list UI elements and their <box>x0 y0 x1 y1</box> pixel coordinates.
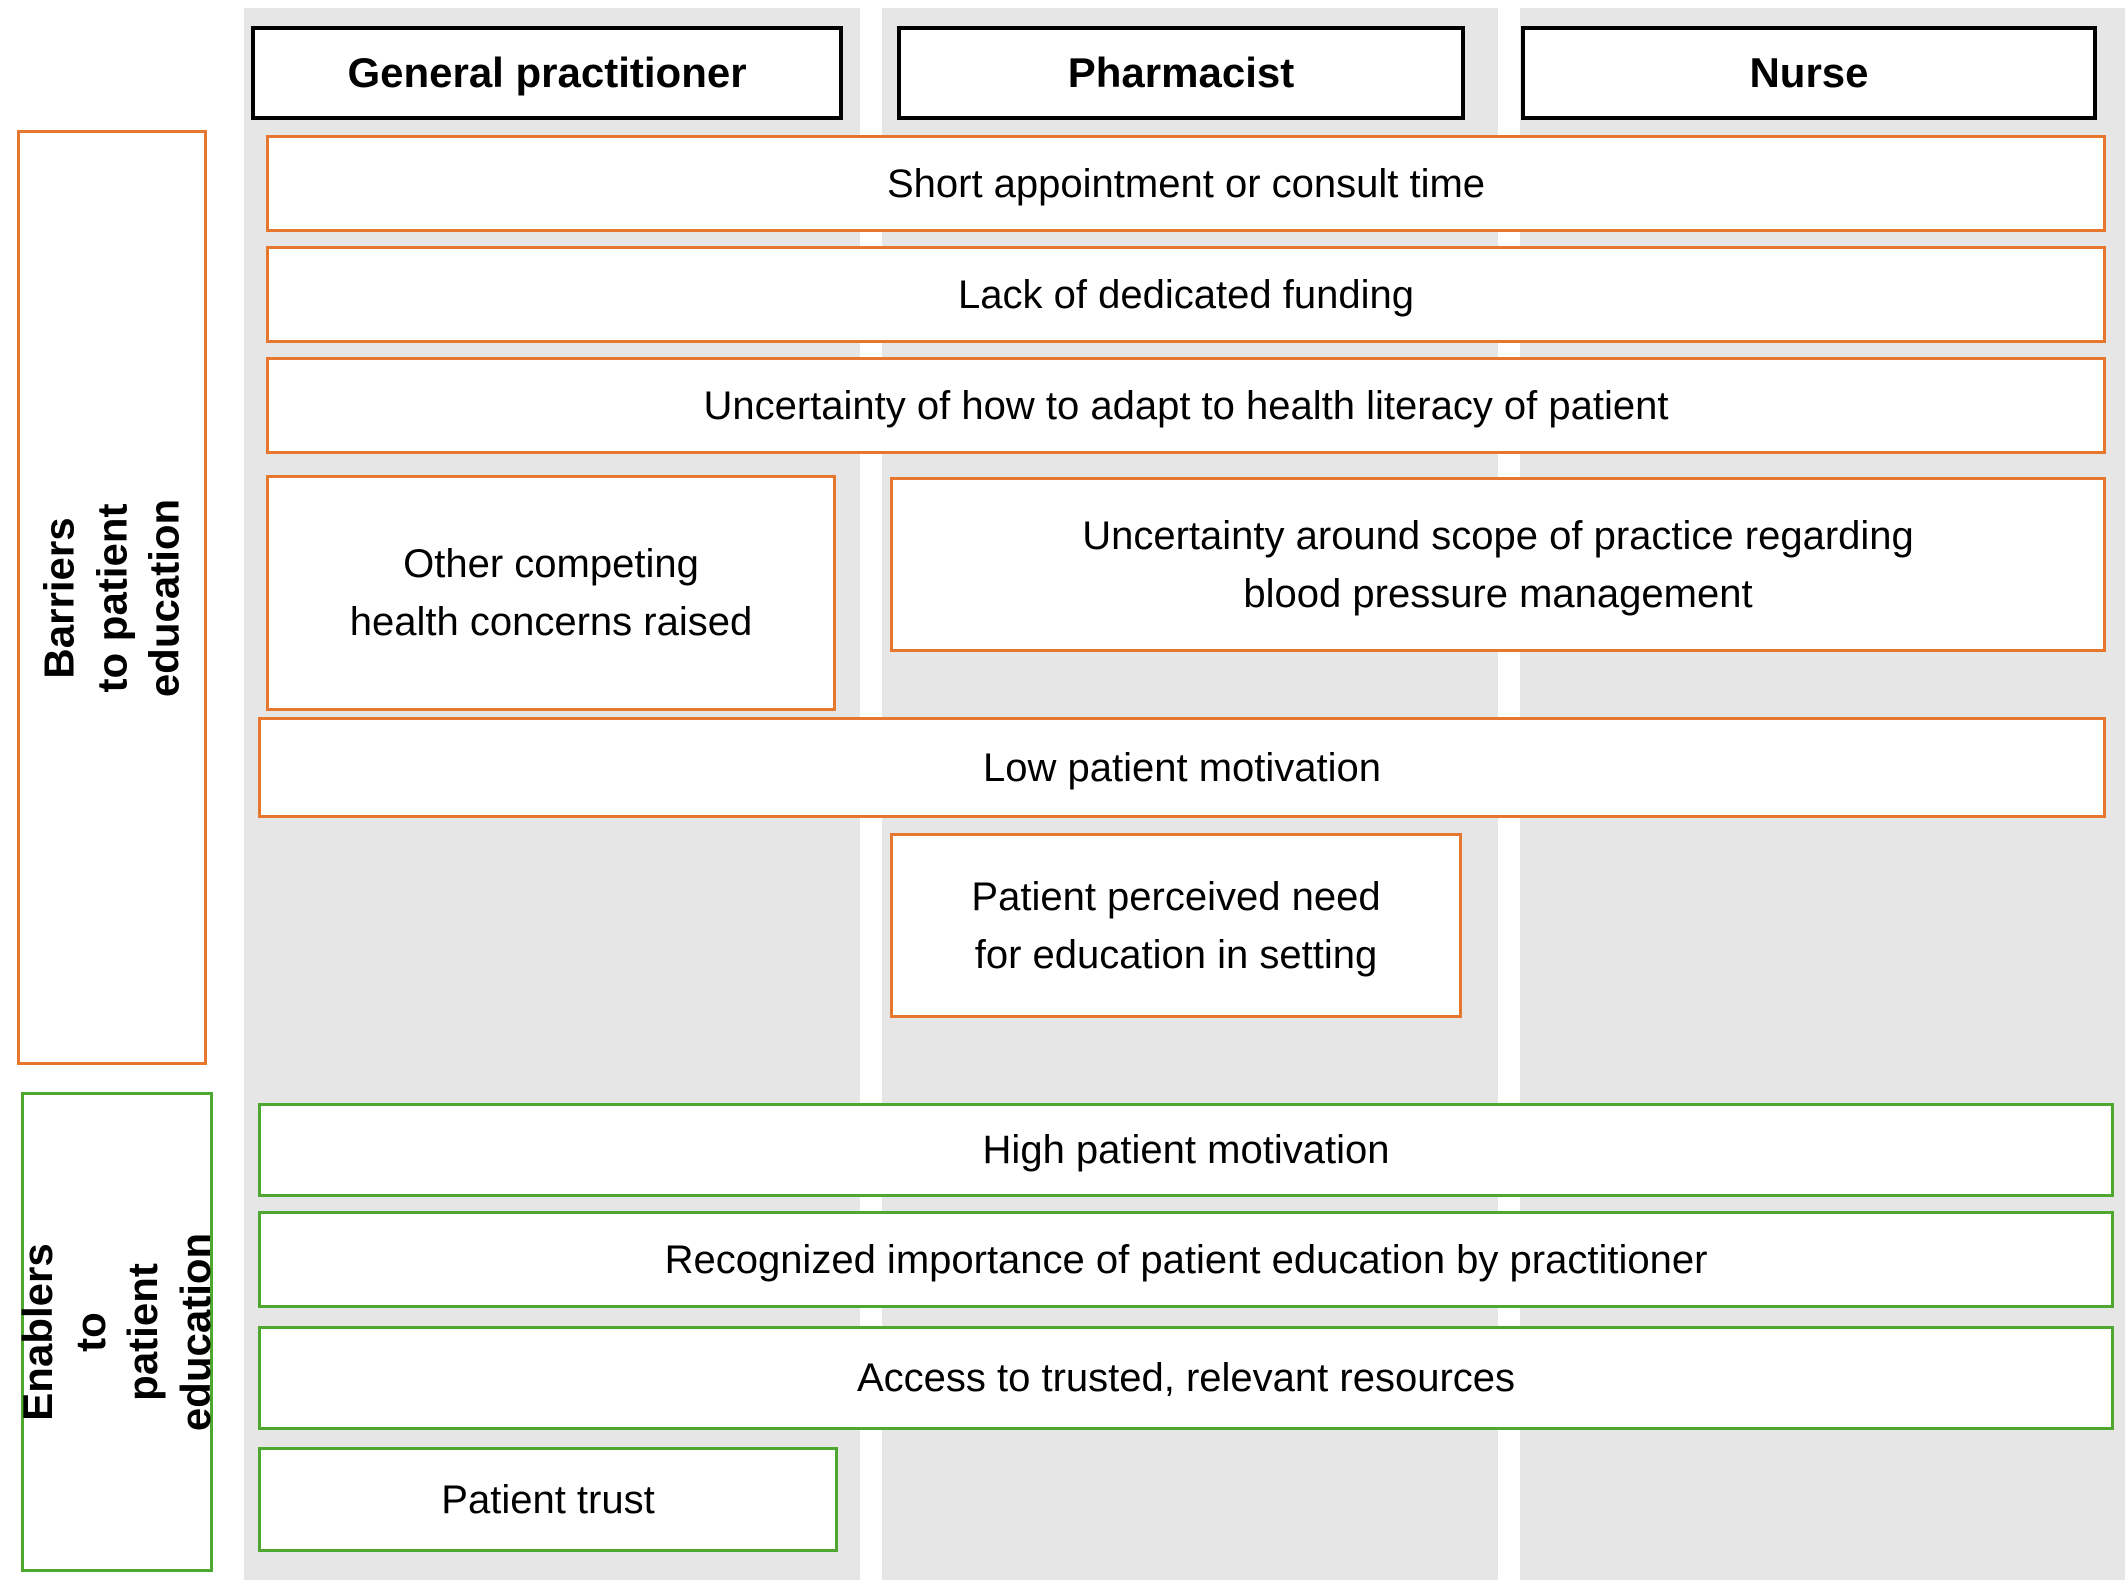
column-header-general-practitioner: General practitioner <box>251 26 843 120</box>
enabler-patient-trust: Patient trust <box>258 1447 838 1552</box>
enablers-category-label-box: Enablers to patient education <box>14 1092 219 1572</box>
column-header-pharmacist: Pharmacist <box>897 26 1465 120</box>
enablers-category-label: Enablers to patient education <box>14 1232 219 1432</box>
barrier-competing-health-concerns: Other competing health concerns raised <box>266 475 836 711</box>
barriers-category-label-box: Barriers to patient education <box>17 130 207 1065</box>
enabler-access-to-resources: Access to trusted, relevant resources <box>258 1326 2114 1430</box>
barrier-lack-of-funding: Lack of dedicated funding <box>266 246 2106 343</box>
barrier-scope-of-practice-uncertainty: Uncertainty around scope of practice reg… <box>890 477 2106 652</box>
enabler-recognized-importance: Recognized importance of patient educati… <box>258 1211 2114 1308</box>
barrier-low-patient-motivation: Low patient motivation <box>258 717 2106 818</box>
barrier-short-appointment-time: Short appointment or consult time <box>266 135 2106 232</box>
enabler-high-patient-motivation: High patient motivation <box>258 1103 2114 1197</box>
barrier-patient-perceived-need: Patient perceived need for education in … <box>890 833 1462 1018</box>
column-header-nurse: Nurse <box>1521 26 2097 120</box>
barrier-health-literacy-uncertainty: Uncertainty of how to adapt to health li… <box>266 357 2106 454</box>
barriers-category-label: Barriers to patient education <box>35 498 188 697</box>
